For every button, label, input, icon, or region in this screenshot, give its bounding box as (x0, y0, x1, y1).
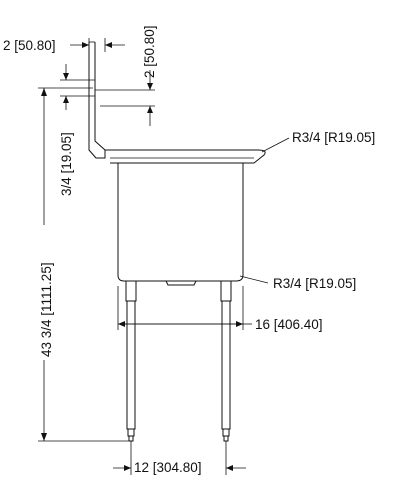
label-backsplash-thickness: 2 [50.80] (3, 38, 56, 53)
label-backsplash-height-top: 2 [50.80] (142, 25, 157, 78)
leader-bowl-radius: R3/4 [R19.05] (239, 275, 356, 291)
bowl (117, 163, 244, 282)
dim-backsplash-height: 2 [50.80] (95, 25, 157, 126)
dim-bowl-depth: 16 [406.40] (117, 286, 323, 332)
leg-right (220, 280, 232, 442)
label-rim-thickness: 3/4 [19.05] (59, 132, 74, 196)
dim-backsplash-thickness: 2 [50.80] (3, 38, 125, 53)
drain (165, 280, 197, 286)
label-overall-height: 43 3/4 [1111.25] (39, 262, 54, 357)
legs (125, 280, 232, 442)
label-bowl-radius: R3/4 [R19.05] (273, 276, 356, 291)
label-leg-spacing: 12 [304.80] (134, 460, 202, 475)
dim-overall-height: 43 3/4 [1111.25] (36, 87, 133, 442)
label-rim-radius: R3/4 [R19.05] (292, 130, 375, 145)
leader-rim-radius: R3/4 [R19.05] (261, 130, 375, 153)
leg-left (125, 280, 137, 442)
dim-leg-spacing: 12 [304.80] (113, 441, 246, 475)
label-bowl-depth: 16 [406.40] (255, 317, 323, 332)
dim-rim-thickness: 3/4 [19.05] (59, 64, 95, 196)
sink-outline (88, 41, 266, 286)
backsplash (88, 42, 106, 159)
deck-rim (105, 149, 266, 164)
